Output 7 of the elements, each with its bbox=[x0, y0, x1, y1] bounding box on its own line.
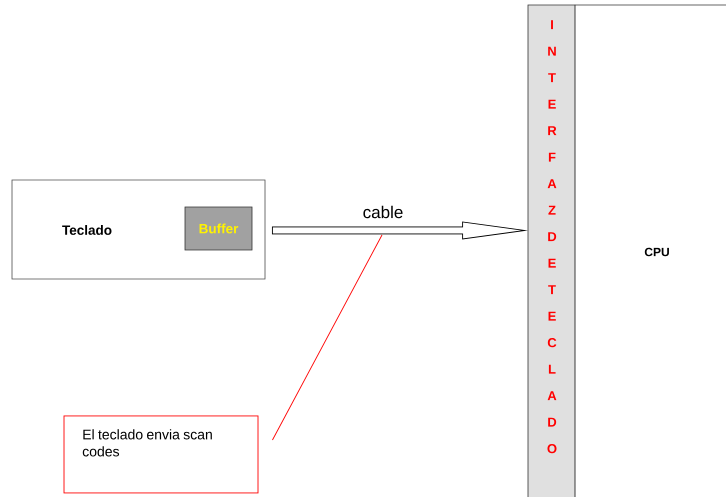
block-arrow bbox=[272, 221, 528, 240]
callout-box: El teclado envia scan codes bbox=[64, 416, 258, 494]
buffer-box: Buffer bbox=[184, 206, 252, 250]
edge-label: cable bbox=[363, 206, 403, 218]
interface-band: INTERFAZ DE TECLADO bbox=[528, 4, 576, 497]
leader-line bbox=[272, 234, 382, 440]
cpu-box: CPU bbox=[574, 4, 726, 497]
